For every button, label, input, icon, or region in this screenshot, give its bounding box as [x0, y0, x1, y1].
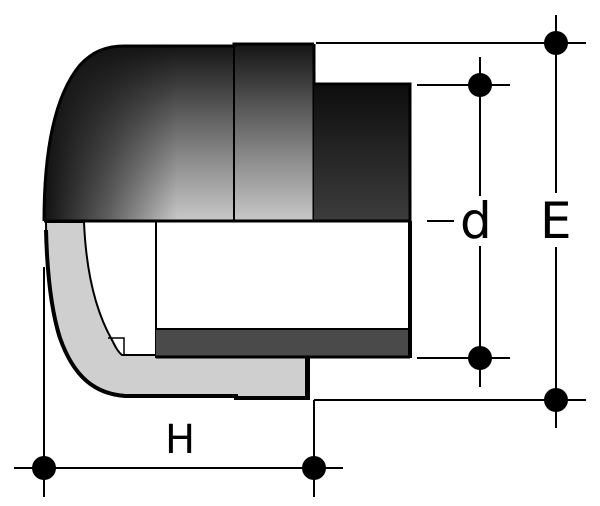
dimension-marker — [302, 456, 326, 480]
dimension-d — [417, 57, 510, 387]
cap-cross-section — [44, 221, 310, 400]
pipe-exterior — [314, 82, 412, 221]
dimension-label-E: E — [539, 192, 573, 250]
dimension-marker — [544, 388, 568, 412]
cap-body-exterior — [42, 42, 316, 222]
dimension-marker — [32, 456, 56, 480]
dimension-label-d: d — [458, 192, 494, 250]
pipe-cross-section — [156, 221, 412, 359]
dimension-E — [314, 15, 586, 428]
dimension-marker — [468, 73, 492, 97]
dimension-H — [14, 267, 343, 497]
dimension-marker — [468, 346, 492, 370]
dimension-marker — [544, 31, 568, 55]
dimension-label-H: H — [165, 417, 196, 463]
